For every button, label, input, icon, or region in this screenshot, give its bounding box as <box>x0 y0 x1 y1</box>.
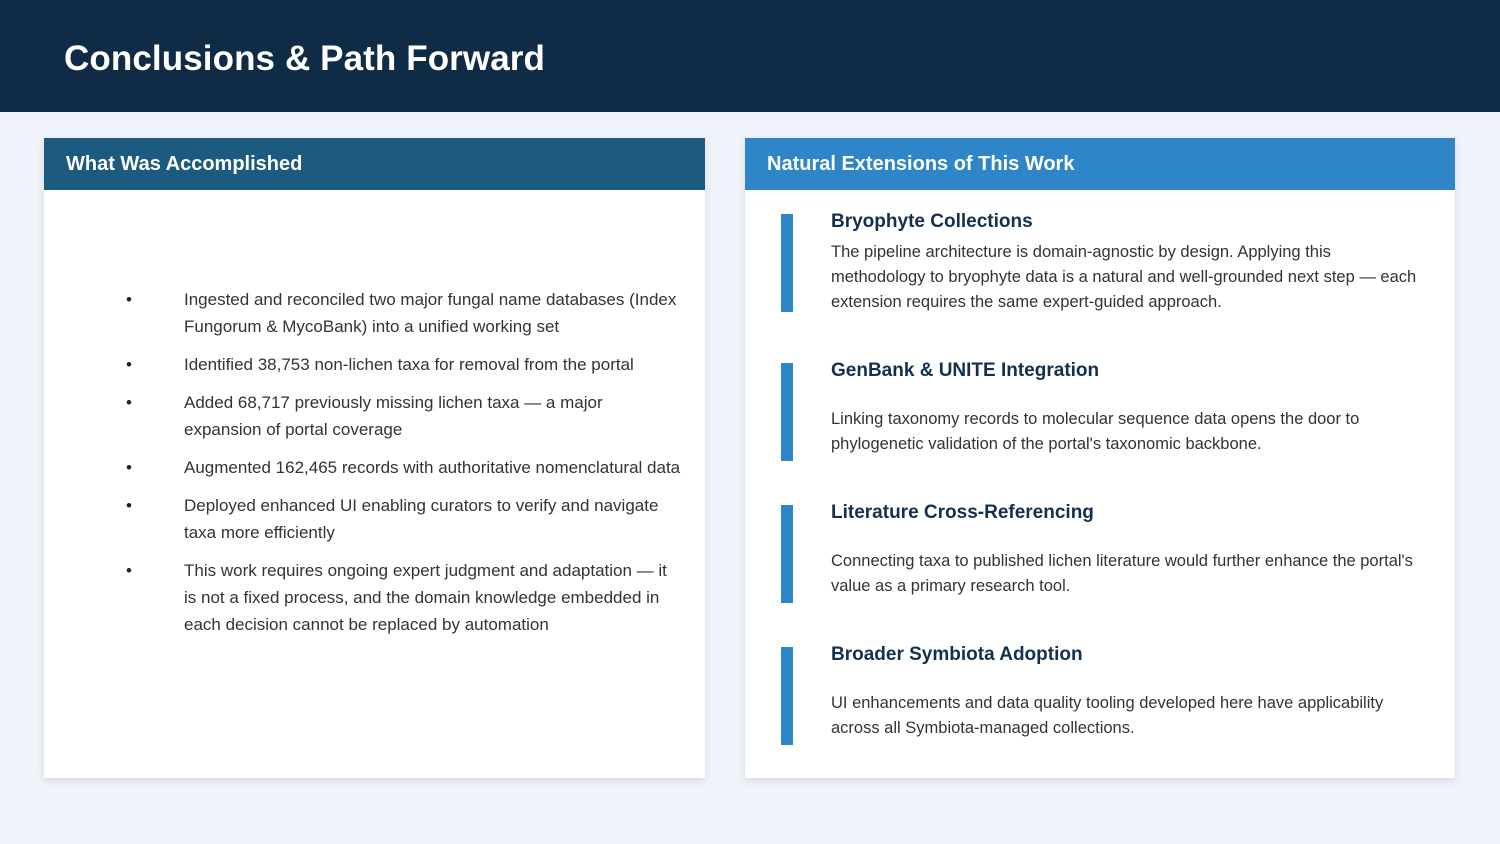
accent-bar <box>781 505 793 603</box>
bullet-marker-icon: • <box>126 290 132 309</box>
accent-bar <box>781 647 793 745</box>
list-item-text: This work requires ongoing expert judgme… <box>184 561 667 634</box>
accomplishments-card-title: What Was Accomplished <box>66 153 303 175</box>
extension-item: Broader Symbiota Adoption UI enhancements… <box>763 643 1425 745</box>
accent-bar <box>781 214 793 312</box>
extension-item-title: GenBank & UNITE Integration <box>831 360 1100 381</box>
list-item-text: Added 68,717 previously missing lichen t… <box>184 393 603 439</box>
accomplishments-card: What Was Accomplished • Ingested and reco… <box>44 138 705 778</box>
list-item-text: Deployed enhanced UI enabling curators t… <box>184 496 659 542</box>
accomplishments-card-body: • Ingested and reconciled two major funga… <box>44 190 705 638</box>
list-item: • Augmented 162,465 records with authorit… <box>70 454 681 481</box>
list-item: • Ingested and reconciled two major funga… <box>70 286 681 340</box>
bullet-marker-icon: • <box>126 355 132 374</box>
extension-item-body: Linking taxonomy records to molecular se… <box>831 410 1360 453</box>
extensions-card-header: Natural Extensions of This Work <box>745 138 1455 190</box>
list-item: • Added 68,717 previously missing lichen … <box>70 389 681 443</box>
extensions-card-title: Natural Extensions of This Work <box>767 153 1075 175</box>
extensions-card: Natural Extensions of This Work Bryophyt… <box>745 138 1455 778</box>
slide-header-bar: Conclusions & Path Forward <box>0 0 1500 112</box>
bullet-marker-icon: • <box>126 561 132 580</box>
list-item-text: Identified 38,753 non-lichen taxa for re… <box>184 355 634 374</box>
list-item: • Deployed enhanced UI enabling curators … <box>70 492 681 546</box>
extension-item-title: Broader Symbiota Adoption <box>831 644 1083 665</box>
extension-item-body: Connecting taxa to published lichen lite… <box>831 552 1413 595</box>
extension-item-body: The pipeline architecture is domain-agno… <box>831 243 1417 311</box>
accomplishments-card-header: What Was Accomplished <box>44 138 705 190</box>
extension-item-title: Bryophyte Collections <box>831 211 1033 232</box>
list-item: • Identified 38,753 non-lichen taxa for r… <box>70 351 681 378</box>
list-item-text: Ingested and reconciled two major fungal… <box>184 290 677 336</box>
bullet-marker-icon: • <box>126 393 132 412</box>
bullet-marker-icon: • <box>126 496 132 515</box>
list-item: • This work requires ongoing expert judgm… <box>70 557 681 638</box>
list-item-text: Augmented 162,465 records with authorita… <box>184 458 681 477</box>
page-title: Conclusions & Path Forward <box>64 39 545 78</box>
accent-bar <box>781 363 793 461</box>
accomplishments-bullet-list: • Ingested and reconciled two major funga… <box>70 286 681 638</box>
extension-item-body: UI enhancements and data quality tooling… <box>831 694 1384 737</box>
bullet-marker-icon: • <box>126 458 132 477</box>
extension-item-title: Literature Cross-Referencing <box>831 502 1094 523</box>
